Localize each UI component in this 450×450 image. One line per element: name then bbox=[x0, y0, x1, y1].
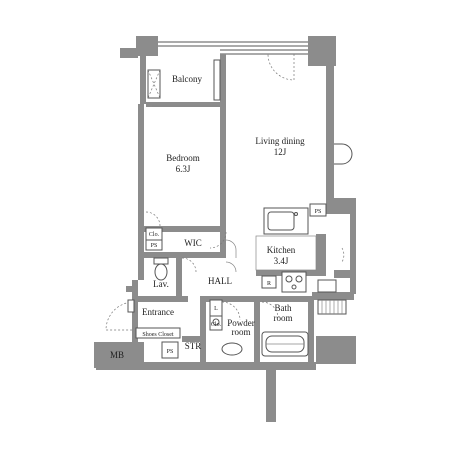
room-size-living-dining: 12J bbox=[274, 147, 287, 157]
walls bbox=[94, 36, 356, 422]
label-clo-bedroom: Clo. bbox=[149, 232, 160, 238]
room-label-str: STR bbox=[185, 341, 202, 351]
small-labels: PS Clo. PS PS L Clo. R bbox=[149, 209, 321, 355]
room-label-bath-line1: Bath bbox=[275, 303, 292, 313]
label-ps-kitchen: PS bbox=[315, 209, 322, 215]
label-l-powder: L bbox=[214, 306, 218, 312]
label-ps-str: PS bbox=[167, 349, 174, 355]
room-label-entrance: Entrance bbox=[142, 307, 174, 317]
room-label-powder-line2: room bbox=[232, 327, 251, 337]
room-label-shoes-closet: Shoes Closet bbox=[142, 332, 174, 338]
room-label-living-dining: Living dining bbox=[255, 136, 305, 146]
room-labels: Balcony Living dining 12J Bedroom 6.3J W… bbox=[110, 74, 305, 360]
room-label-lav: Lav. bbox=[153, 279, 169, 289]
room-label-bedroom: Bedroom bbox=[166, 153, 200, 163]
room-label-kitchen: Kitchen bbox=[267, 245, 296, 255]
label-r-kitchen: R bbox=[267, 281, 271, 287]
room-label-balcony: Balcony bbox=[172, 74, 202, 84]
label-clo-powder: Clo. bbox=[211, 322, 222, 328]
room-size-kitchen: 3.4J bbox=[274, 256, 289, 266]
room-label-hall: HALL bbox=[208, 276, 232, 286]
room-label-bath-line2: room bbox=[274, 313, 293, 323]
fixtures bbox=[105, 53, 353, 359]
room-size-bedroom: 6.3J bbox=[176, 164, 191, 174]
room-label-powder-line1: Powder bbox=[227, 318, 255, 328]
label-ps-wic: PS bbox=[151, 243, 158, 249]
room-label-wic: WIC bbox=[184, 238, 202, 248]
room-label-mb: MB bbox=[110, 350, 124, 360]
